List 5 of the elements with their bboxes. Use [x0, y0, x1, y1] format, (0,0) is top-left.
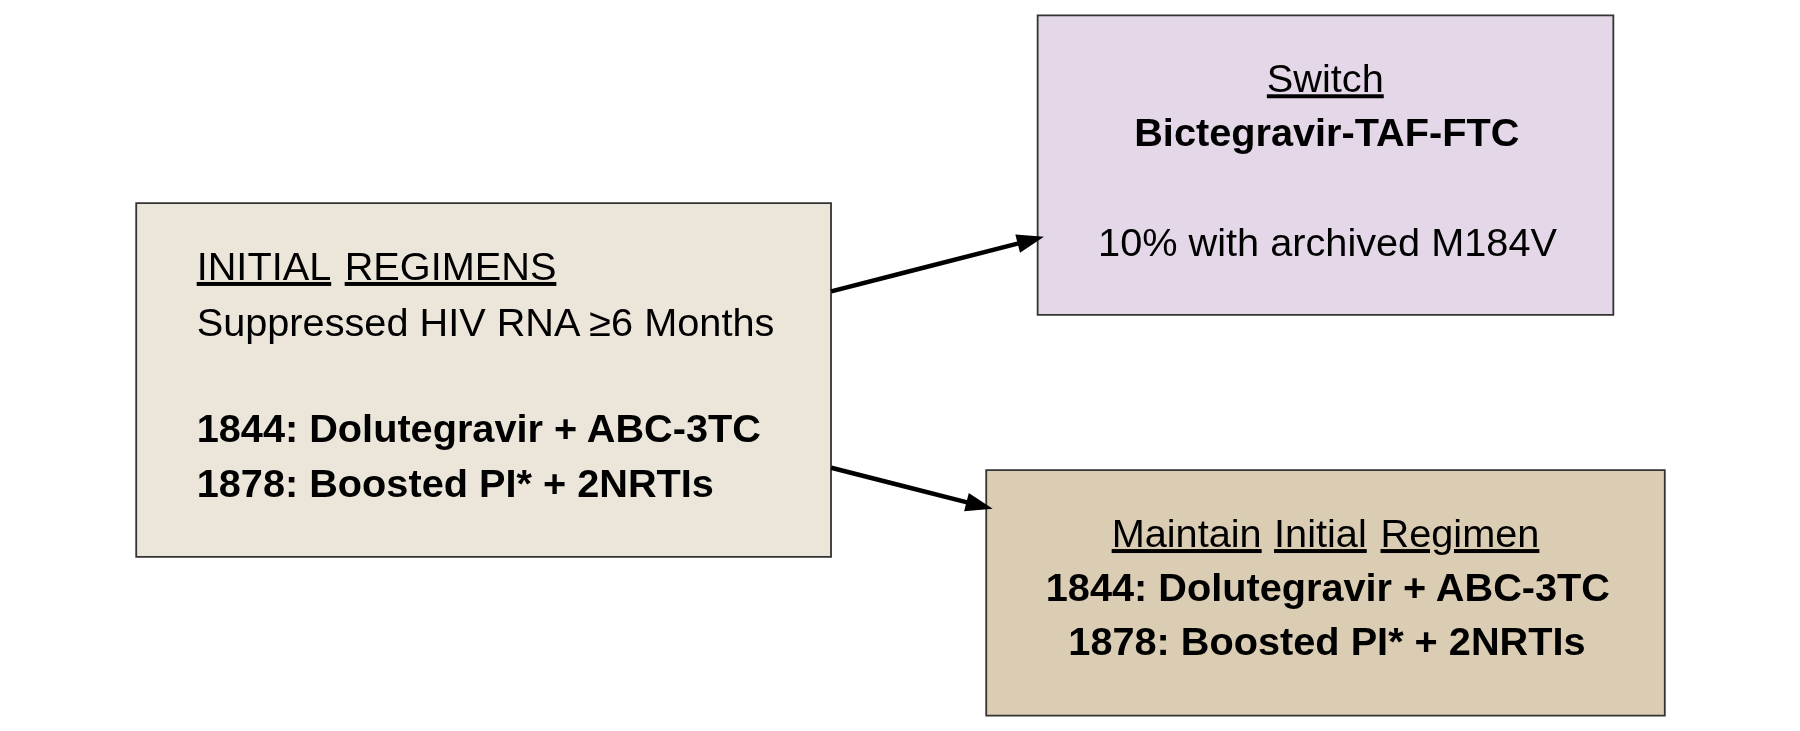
arrow	[830, 234, 1044, 294]
node-box: Switch Bictegravir-TAF-FTC 10% with archived M184V	[1036, 14, 1614, 316]
node-box: Maintain Initial Regimen 1844: Dolutegravir + ABC-3TC 1878: Boosted PI* + 2NRTIs	[984, 469, 1666, 717]
node-box: INITIAL REGIMENS Suppressed HIV RNA ≥6 Months 1844: Dolutegravir + ABC-3TC 1878: Boosted PI* + 2NRTIs	[134, 202, 832, 558]
arrow	[830, 465, 993, 512]
